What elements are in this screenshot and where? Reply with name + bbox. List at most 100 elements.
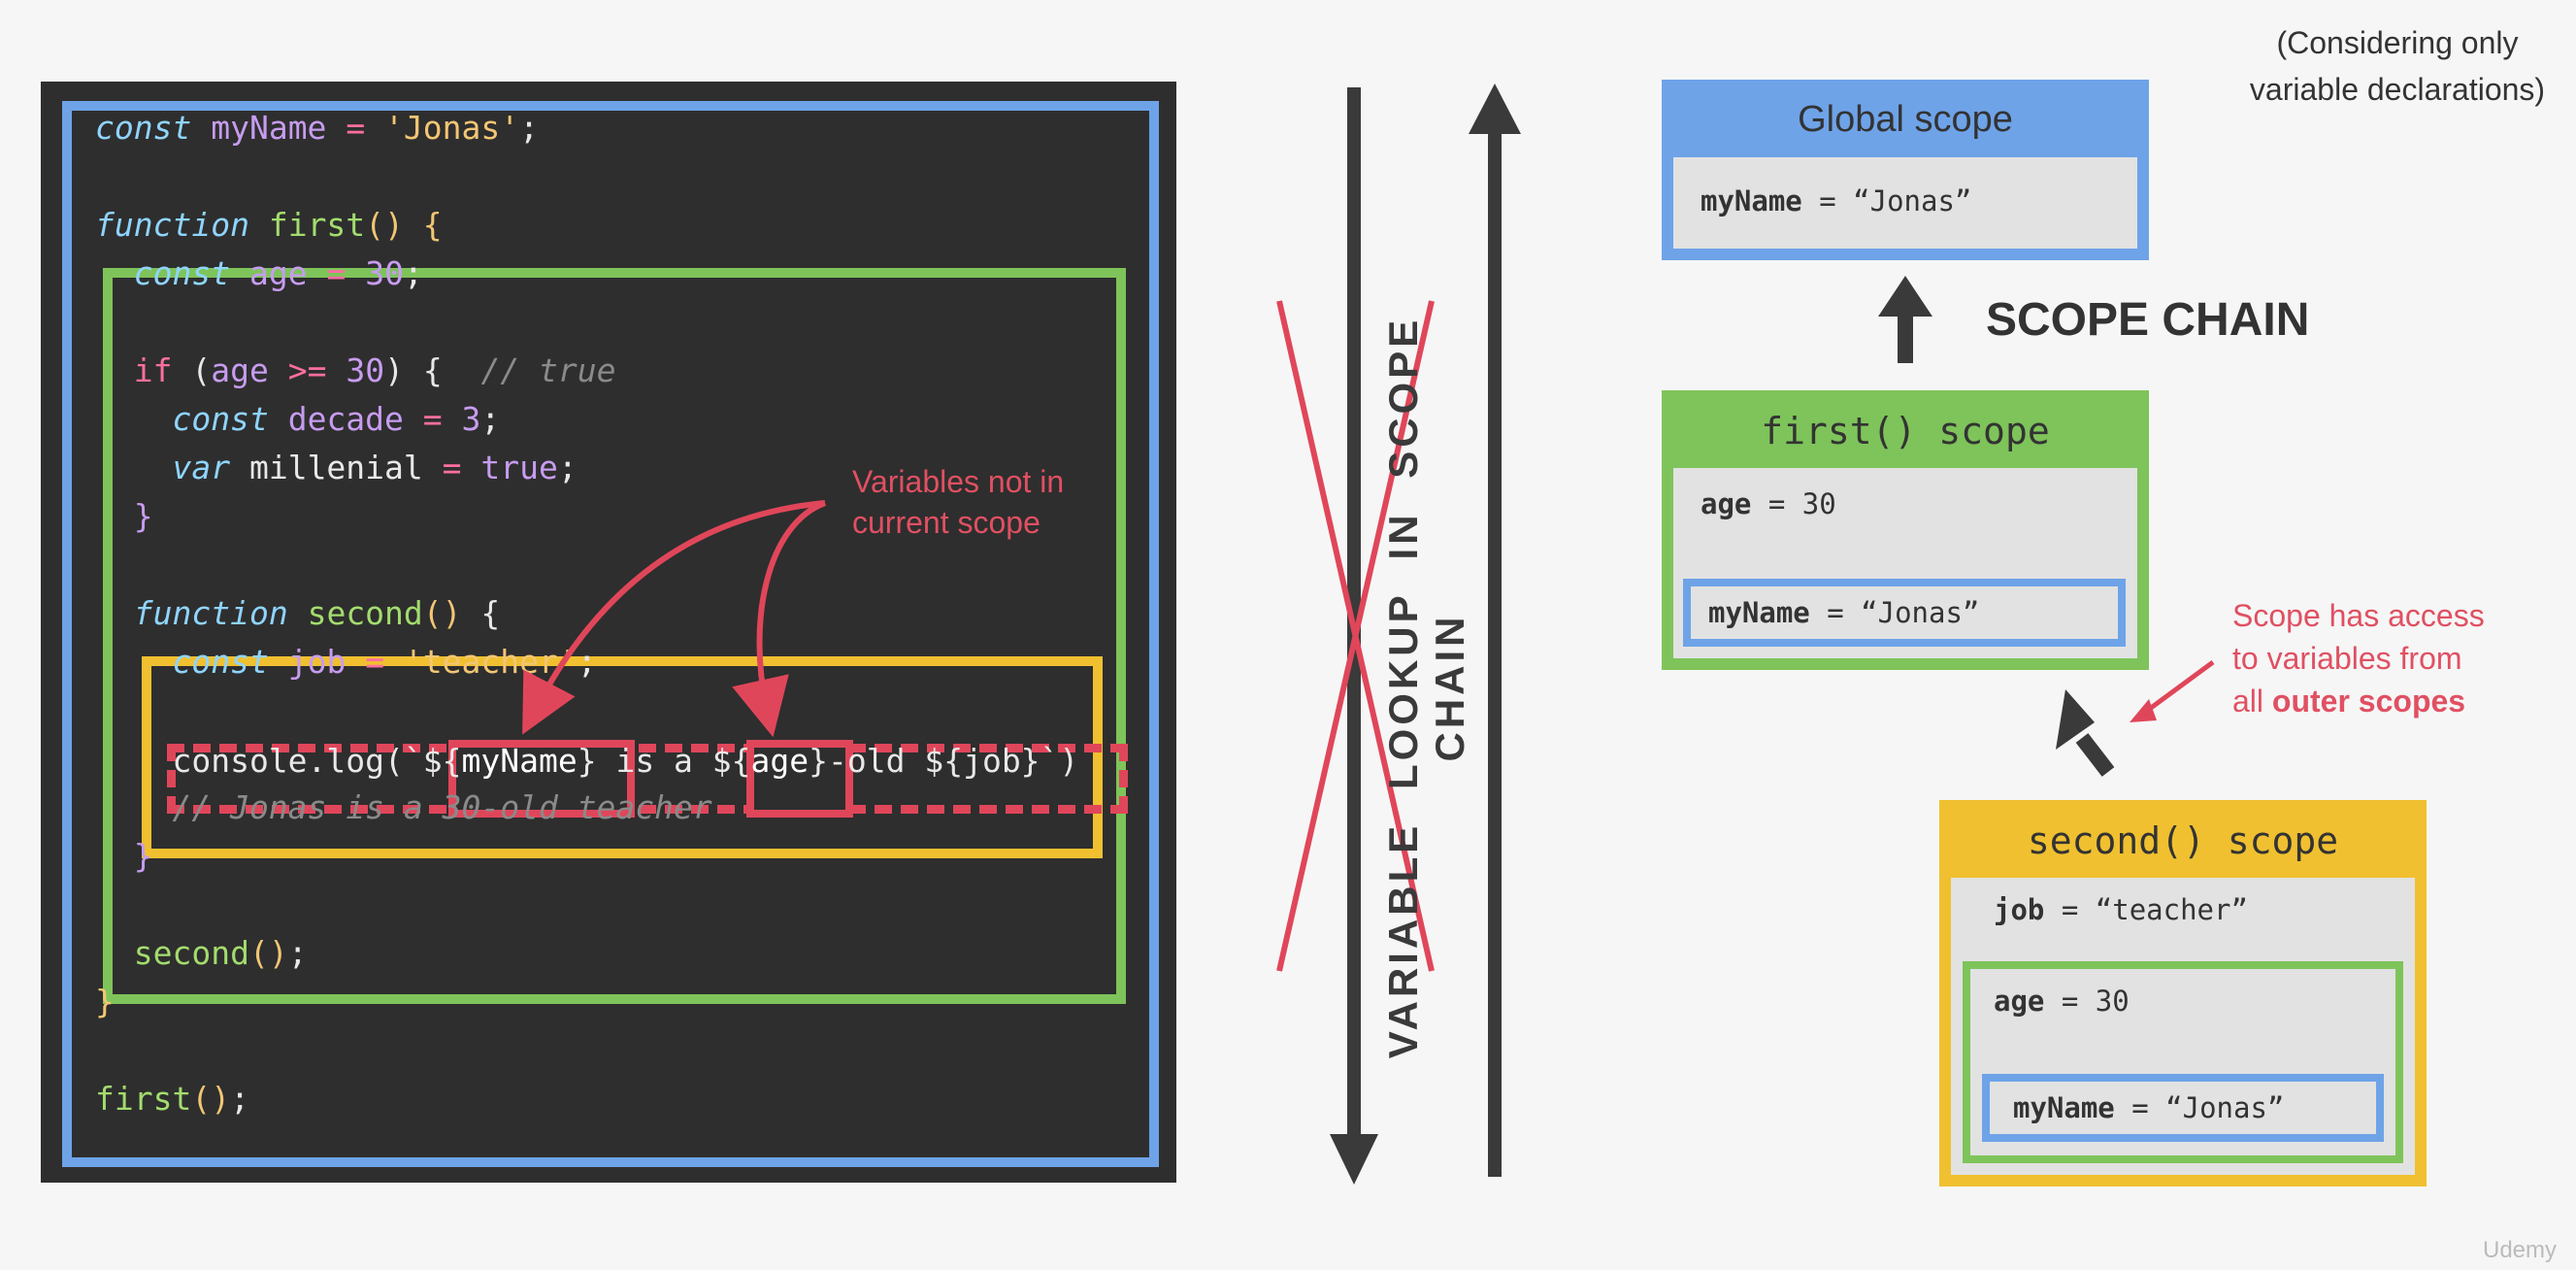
code-token: age [211, 351, 269, 389]
code-line: const decade = 3; [95, 400, 500, 439]
code-token: decade [287, 400, 404, 438]
access-note: Scope has access to variables from all o… [2232, 594, 2485, 722]
code-line: console.log(`${myName} is a ${age}-old $… [95, 742, 1078, 781]
second-scope-vars: job = “teacher” age = 30 myName = “Jonas… [1951, 878, 2415, 1175]
console-log-dashed-highlight [167, 744, 1128, 814]
code-token: () [248, 934, 288, 972]
second-scope-title: second() scope [2027, 819, 2339, 862]
code-token: 'Jonas' [384, 109, 520, 147]
first-scope-title: first() scope [1761, 410, 2050, 452]
age-lookup-highlight [746, 740, 853, 818]
code-token: function [95, 206, 249, 244]
second-scope-frame [142, 656, 1103, 858]
code-line: if (age >= 30) { // true [95, 351, 616, 390]
code-token: job [287, 643, 347, 681]
chain-arrow-first-to-global-head [1878, 276, 1932, 317]
second-inherited-global-box: myName = “Jonas” [1982, 1074, 2384, 1142]
code-line: } [95, 497, 153, 536]
code-token: () [365, 206, 404, 244]
code-token: myName [461, 742, 578, 780]
code-panel: const myName = 'Jonas'; function first() … [41, 82, 1176, 1183]
code-token: if [133, 351, 173, 389]
code-token: } [133, 837, 153, 875]
code-token: // Jonas is a 30-old teacher [95, 788, 712, 826]
up-arrow-head [1469, 84, 1521, 134]
global-scope-vars: myName = “Jonas” [1673, 157, 2137, 249]
code-token: }-old ${job}`) [809, 742, 1079, 780]
chain-arrow-second-to-first-line [2075, 733, 2115, 777]
code-line: } [95, 837, 153, 876]
code-token: ; [557, 449, 578, 486]
code-token: age [248, 254, 308, 292]
second-inherited-first-box: age = 30 myName = “Jonas” [1963, 961, 2403, 1163]
access-note-line3: all outer scopes [2232, 684, 2466, 719]
access-pointer-head [2130, 699, 2157, 722]
code-token: = [365, 643, 385, 681]
code-token: } [133, 497, 153, 535]
code-line: second(); [95, 934, 308, 973]
code-token: millenial [230, 449, 443, 486]
first-scope-box: first() scope age = 30 myName = “Jonas” [1662, 390, 2149, 670]
down-arrow-head [1330, 1134, 1378, 1185]
code-token: console.log(`${ [95, 742, 462, 780]
global-scope-box: Global scope myName = “Jonas” [1662, 80, 2149, 260]
global-var-myname: myName = “Jonas” [1701, 184, 1972, 217]
first-var-myname: myName = “Jonas” [1708, 596, 1980, 629]
first-inherited-global-box: myName = “Jonas” [1683, 579, 2126, 647]
not-in-scope-label: Variables not in current scope [852, 464, 1065, 540]
first-scope-vars: age = 30 myName = “Jonas” [1673, 468, 2137, 658]
code-token: 30 [346, 351, 385, 389]
code-token: ; [230, 1080, 249, 1118]
code-token: { [422, 206, 443, 244]
access-note-line1: Scope has access [2232, 598, 2485, 633]
red-cross-line-2 [1276, 300, 1435, 972]
code-token: ( [172, 351, 212, 389]
code-line: function second() { [95, 594, 501, 633]
code-token: true [480, 449, 558, 486]
code-line: const job = 'teacher'; [95, 643, 597, 682]
code-token: ; [577, 643, 597, 681]
code-token: = [346, 109, 366, 147]
variable-lookup-label: VARIABLE LOOKUP IN SCOPE CHAIN [1380, 316, 1472, 1059]
code-token: age [750, 742, 809, 780]
code-token: ; [403, 254, 423, 292]
code-token: const [172, 643, 269, 681]
code-token: myName [211, 109, 327, 147]
code-token: } [95, 983, 115, 1020]
code-token: ) { [384, 351, 481, 389]
considering-note: (Considering only variable declarations) [2249, 25, 2546, 107]
watermark: Udemy [2483, 1237, 2558, 1263]
chain-arrow-second-to-first-head [2056, 689, 2095, 750]
code-token: const [133, 254, 231, 292]
code-token: { [461, 594, 501, 632]
access-pointer-line [2145, 659, 2215, 714]
code-token: () [191, 1080, 231, 1118]
code-token: } is a ${ [577, 742, 751, 780]
code-token: second [307, 594, 423, 632]
arrow-to-myname [522, 500, 826, 735]
second-var-myname: myName = “Jonas” [2013, 1091, 2285, 1124]
code-token: () [422, 594, 462, 632]
code-token: = [442, 449, 462, 486]
code-line: first(); [95, 1080, 249, 1119]
code-line: const age = 30; [95, 254, 423, 293]
second-var-age: age = 30 [1994, 985, 2130, 1018]
code-line: function first() { [95, 206, 443, 245]
code-token: function [133, 594, 288, 632]
code-token: = [422, 400, 443, 438]
code-line: } [95, 983, 115, 1021]
second-scope-box: second() scope job = “teacher” age = 30 … [1939, 800, 2427, 1186]
first-var-age: age = 30 [1701, 487, 1836, 520]
scope-chain-title: SCOPE CHAIN [1986, 294, 2310, 346]
global-scope-frame [62, 101, 1159, 1167]
code-line: // Jonas is a 30-old teacher [95, 788, 712, 827]
code-token: ; [287, 934, 308, 972]
code-token: 3 [461, 400, 481, 438]
code-token: const [172, 400, 269, 438]
code-token: // true [480, 351, 616, 389]
code-line: const myName = 'Jonas'; [95, 109, 539, 148]
code-token: = [326, 254, 347, 292]
code-token: var [172, 449, 231, 486]
myname-lookup-highlight [448, 740, 635, 818]
